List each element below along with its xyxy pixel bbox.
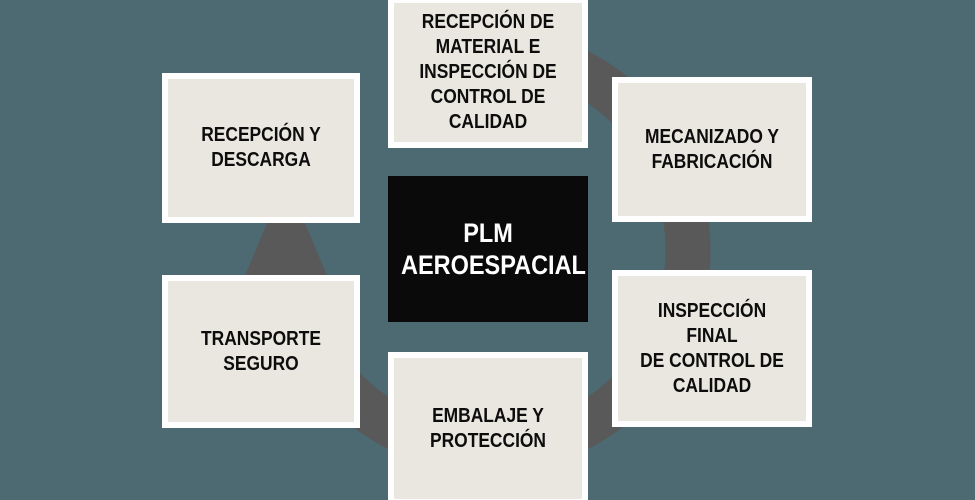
cycle-arrowhead-up-icon — [239, 178, 333, 290]
step-box-recepcion-material-inspeccion: RECEPCIÓN DE MATERIAL E INSPECCIÓN DE CO… — [388, 0, 588, 148]
center-title-box: PLM AEROESPACIAL — [388, 176, 588, 322]
step-label-recepcion-material-inspeccion: RECEPCIÓN DE MATERIAL E INSPECCIÓN DE CO… — [419, 11, 557, 133]
step-label-embalaje-proteccion: EMBALAJE Y PROTECCIÓN — [429, 404, 547, 452]
step-box-inspeccion-final: INSPECCIÓN FINAL DE CONTROL DE CALIDAD — [612, 270, 812, 427]
step-box-recepcion-descarga: RECEPCIÓN Y DESCARGA — [162, 73, 360, 223]
step-label-recepcion-descarga: RECEPCIÓN Y DESCARGA — [201, 124, 321, 171]
center-title-label: PLM AEROESPACIAL — [401, 217, 586, 280]
step-label-inspeccion-final: INSPECCIÓN FINAL DE CONTROL DE CALIDAD — [640, 299, 784, 397]
step-box-mecanizado-fabricacion: MECANIZADO Y FABRICACIÓN — [612, 77, 812, 222]
step-label-transporte-seguro: TRANSPORTE SEGURO — [201, 327, 321, 375]
step-box-transporte-seguro: TRANSPORTE SEGURO — [162, 275, 360, 428]
step-label-mecanizado-fabricacion: MECANIZADO Y FABRICACIÓN — [644, 125, 780, 173]
step-box-embalaje-proteccion: EMBALAJE Y PROTECCIÓN — [388, 352, 588, 500]
